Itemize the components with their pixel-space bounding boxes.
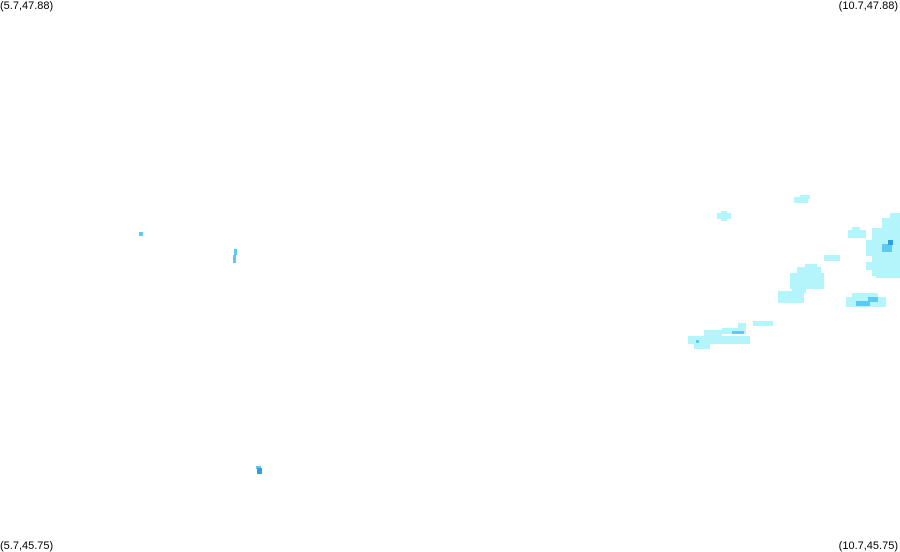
precip-cell — [890, 213, 900, 219]
precip-cell — [256, 466, 261, 469]
precip-cell — [800, 195, 810, 199]
precip-cell — [234, 249, 237, 255]
precip-cell — [856, 301, 870, 306]
precip-cell — [778, 291, 804, 303]
precip-cell — [797, 267, 821, 275]
corner-coord-top-left: (5.7,47.88) — [0, 0, 54, 12]
precip-cell — [882, 244, 892, 252]
precip-cell — [852, 293, 878, 299]
precip-cell — [753, 321, 773, 326]
corner-coord-bottom-right: (10.7,45.75) — [838, 540, 898, 552]
precip-cell — [882, 218, 900, 230]
precip-cell — [852, 227, 860, 231]
corner-coord-bottom-left: (5.7,45.75) — [0, 540, 54, 552]
precip-cell — [688, 336, 750, 344]
precip-cell — [704, 330, 722, 336]
precip-cell — [790, 273, 824, 289]
precip-cell — [696, 340, 699, 343]
precip-cell — [805, 264, 817, 268]
precip-cell — [876, 274, 900, 278]
precip-cell — [866, 262, 878, 270]
corner-coord-top-right: (10.7,47.88) — [838, 0, 898, 12]
precip-layer — [139, 195, 900, 474]
precip-cell — [694, 343, 710, 349]
precip-cell — [721, 211, 727, 221]
precip-cell — [794, 197, 808, 203]
precip-cell — [792, 287, 806, 293]
precip-cell — [868, 297, 878, 302]
precip-cell — [257, 468, 262, 474]
precip-cell — [888, 240, 893, 245]
precip-cell — [848, 230, 866, 238]
precip-cell — [139, 232, 143, 236]
precip-cell — [233, 255, 236, 263]
precip-cell — [824, 255, 840, 261]
precip-cell — [866, 240, 874, 256]
precip-cell — [738, 323, 746, 331]
precip-cell — [732, 331, 744, 334]
